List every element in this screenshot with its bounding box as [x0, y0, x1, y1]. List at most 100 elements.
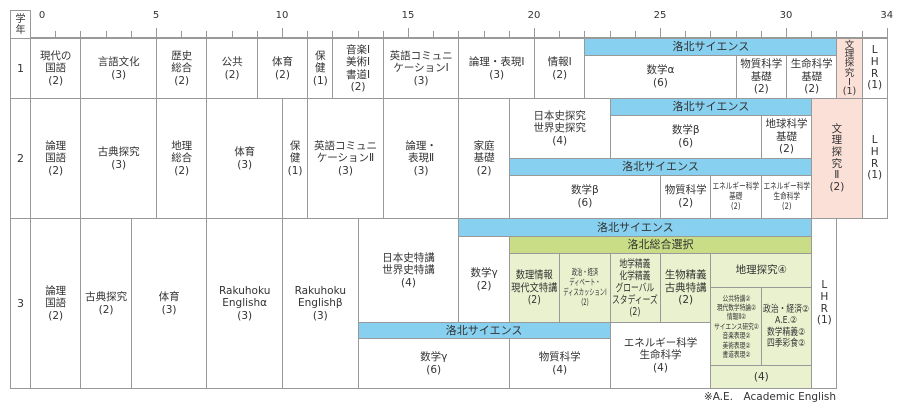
cell-text: 物質科学 基礎 (2) [740, 58, 783, 96]
scale-tick [156, 28, 157, 38]
subject-cell: 言語文化 (3) [80, 38, 157, 99]
banner-text: 洛北総合選択 [627, 238, 694, 252]
grade-1-label: 1 [10, 38, 31, 99]
cell-text: 文 理 探 究 Ⅰ (1) [842, 40, 857, 97]
inquiry-cell: 文 理 探 究 Ⅱ (2) [811, 98, 863, 219]
subject-cell: 古典探究 (3) [80, 98, 157, 219]
elective-cell: 地理探究④ [710, 253, 813, 288]
cell-text: 生物精義 古典特講 (2) [664, 269, 707, 307]
scale-tick [80, 31, 82, 38]
subject-cell: 英語コミュニ ケーションⅠ (3) [382, 38, 460, 99]
elective-cell: 生物精義 古典特講 (2) [660, 253, 712, 323]
subject-cell: 数学α (6) [584, 55, 737, 99]
cell-text: エネルギー科学 基礎 (2) [712, 181, 760, 213]
cell-text: 日本史探究 世界史探究 (4) [533, 109, 586, 147]
cell-text: 体育 (2) [271, 55, 293, 81]
subject-cell: 英語コミュニ ケーションⅡ (3) [307, 98, 384, 219]
scale-tick [433, 31, 435, 38]
scale-tick [559, 31, 561, 38]
banner-text: 洛北サイエンス [622, 160, 699, 174]
subject-cell: 物質科学 基礎 (2) [735, 55, 787, 99]
cell-text: 論理 国語 (2) [45, 139, 67, 177]
scale-tick [256, 31, 258, 38]
scale-tick [231, 31, 233, 38]
subject-cell: 数学β (6) [508, 175, 661, 219]
scale-tick [105, 31, 107, 38]
cell-text: 体育 (3) [158, 290, 180, 316]
cell-text: 物質科学 (2) [664, 184, 707, 209]
science-banner: 洛北サイエンス [357, 322, 611, 339]
scale-tick [760, 31, 762, 38]
subject-cell: 家庭 基礎 (2) [458, 98, 510, 219]
cell-text: 数学β (6) [571, 184, 599, 209]
subject-cell: エネルギー科学 生命科学 (4) [609, 322, 712, 389]
cell-text: 数理情報 現代文特講 (2) [511, 269, 558, 307]
grade-3-label: 3 [10, 218, 31, 389]
scale-number: 30 [779, 10, 793, 21]
subject-cell: 物質科学 (2) [660, 175, 712, 219]
cell-text: 論理 国語 (2) [45, 284, 67, 322]
subject-cell: 数学β (6) [609, 115, 762, 159]
subject-cell: 体育 (3) [206, 98, 283, 219]
grade-2-label: 2 [10, 98, 31, 219]
footnote: ※A.E. Academic English [703, 391, 836, 403]
subject-cell: 論理・表現Ⅰ (3) [458, 38, 535, 99]
subject-cell: 音楽Ⅰ 美術Ⅰ 書道Ⅰ (2) [332, 38, 384, 99]
cell-text: 日本史特講 世界史特講 (4) [382, 251, 435, 289]
scale-tick [483, 31, 485, 38]
scale-number: 0 [38, 10, 46, 21]
subject-cell: 地理 総合 (2) [156, 98, 208, 219]
cell-text: 数学γ (2) [470, 266, 498, 292]
subject-cell: 現代の 国語 (2) [30, 38, 82, 99]
elective-cell: 数理情報 現代文特講 (2) [508, 253, 561, 323]
lhr-cell: L H R (1) [811, 218, 838, 389]
subject-cell: 地球科学 基礎 (2) [760, 115, 813, 159]
scale-tick [786, 28, 787, 38]
subject-cell: 保 健 (1) [307, 38, 334, 99]
scale-tick [332, 31, 334, 38]
elective-list: 公共特講② 現代数学特論② 情報Ⅱ② サイエンス研究② 音楽表現② 美術表現② … [710, 287, 762, 366]
scale-number: 20 [527, 10, 541, 21]
cell-text: 数学γ (6) [420, 350, 448, 376]
cell-text: 公共特講② 現代数学特論② 情報Ⅱ② サイエンス研究② 音楽表現② 美術表現② … [713, 293, 759, 359]
subject-cell: Rakuhoku Englishα (3) [206, 218, 283, 389]
scale-tick [508, 31, 510, 38]
cell-text: 地理 総合 (2) [171, 139, 193, 177]
subject-cell: 論理 国語 (2) [30, 98, 82, 219]
cell-text: Rakuhoku Englishα (3) [218, 284, 271, 322]
subject-cell: 生命科学 基礎 (2) [786, 55, 838, 99]
subject-cell: 日本史探究 世界史探究 (4) [508, 98, 611, 159]
scale-tick [357, 31, 359, 38]
elective-cell: 政治・経済 ディベート・ ディスカッションⅠ (2) [559, 253, 611, 323]
scale-tick [408, 28, 409, 38]
cell-text: 地学精義 化学精義 グローバル スタディーズ (2) [612, 257, 659, 319]
cell-text: (4) [753, 370, 769, 383]
elective-banner: 洛北総合選択 [508, 236, 813, 254]
banner-text: 洛北サイエンス [445, 323, 523, 337]
lhr-cell: L H R (1) [861, 98, 888, 219]
cell-text: エネルギー科学 生命科学 (2) [763, 181, 810, 213]
scale-number: 5 [152, 10, 160, 21]
scale-tick [735, 31, 737, 38]
scale-line [30, 37, 887, 38]
subject-cell: エネルギー科学 基礎 (2) [710, 175, 762, 219]
scale-tick [660, 28, 661, 38]
subject-cell: 数学γ (2) [458, 236, 510, 323]
cell-text: 保 健 (1) [312, 49, 328, 87]
cell-text: 生命科学 基礎 (2) [790, 58, 833, 96]
cell-text: 情報Ⅰ (2) [547, 55, 572, 81]
subject-cell: 歴史 総合 (2) [156, 38, 208, 99]
scale-tick [811, 31, 813, 38]
cell-text: 公共 (2) [221, 55, 243, 81]
scale-tick [861, 31, 863, 38]
cell-text: 言語文化 (3) [97, 55, 140, 81]
cell-text: 地球科学 基礎 (2) [765, 118, 808, 156]
cell-text: Rakuhoku Englishβ (3) [294, 284, 346, 322]
subject-cell: 情報Ⅰ (2) [534, 38, 586, 99]
subject-cell: 論理 国語 (2) [30, 218, 82, 389]
cell-text: 政治・経済 ディベート・ ディスカッションⅠ (2) [563, 267, 607, 309]
scale-tick [206, 31, 208, 38]
elective-list: 政治・経済② A.E.② 数学精義② 四季彩食② [760, 287, 813, 366]
scale-tick [458, 31, 460, 38]
elective-cell: 地学精義 化学精義 グローバル スタディーズ (2) [609, 253, 661, 323]
